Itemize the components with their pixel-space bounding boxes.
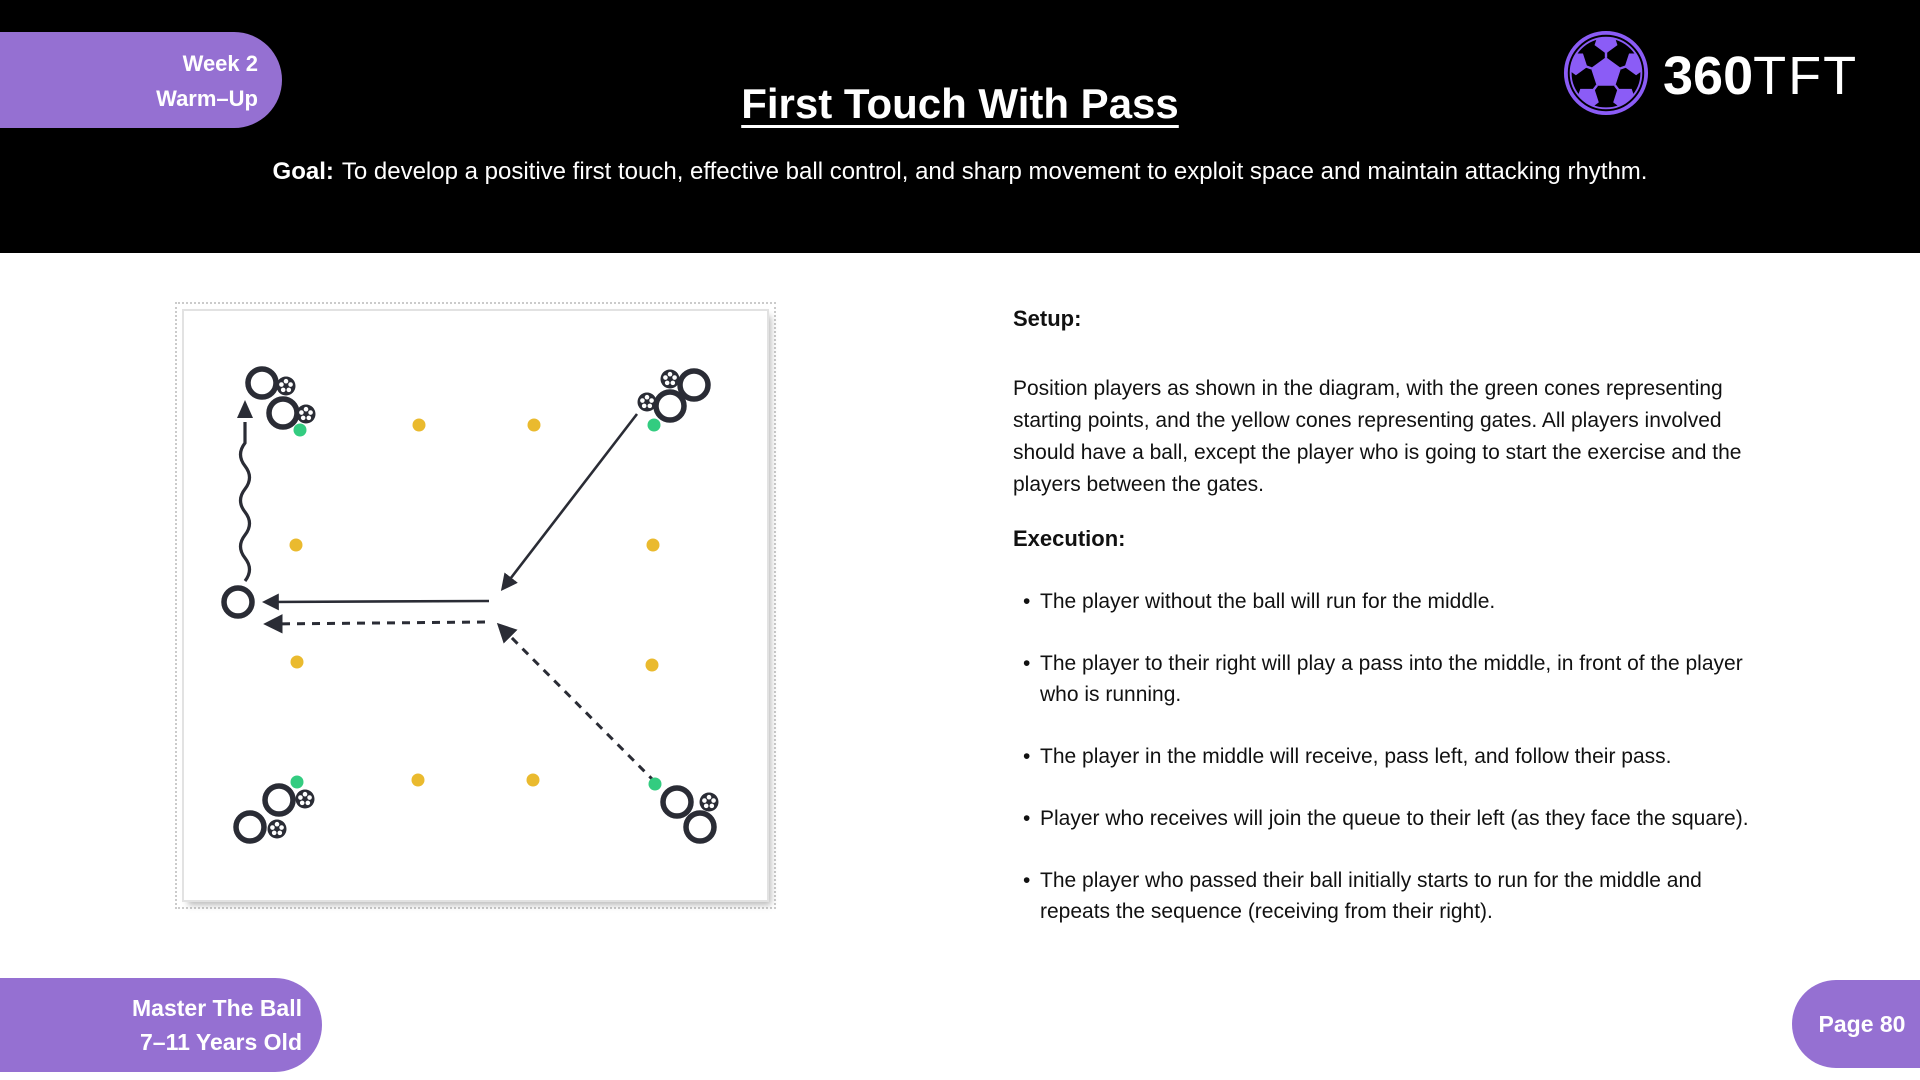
week-badge-line2: Warm–Up (156, 86, 258, 111)
execution-bullet: The player in the middle will receive, p… (1013, 741, 1913, 772)
week-badge: Week 2 Warm–Up (0, 32, 282, 128)
execution-bullet: The player without the ball will run for… (1013, 586, 1913, 617)
program-badge-line2: 7–11 Years Old (140, 1029, 302, 1055)
goal-text: To develop a positive first touch, effec… (341, 158, 1648, 185)
drill-diagram (175, 302, 776, 909)
execution-list: The player without the ball will run for… (1013, 586, 1913, 927)
setup-heading: Setup: (1013, 306, 1082, 331)
goal-line: Goal: To develop a positive first touch, … (273, 158, 1648, 186)
page-number-badge: Page 80 (1792, 980, 1920, 1068)
execution-bullet: The player to their right will play a pa… (1013, 648, 1913, 710)
execution-bullet: Player who receives will join the queue … (1013, 803, 1913, 834)
execution-bullet: The player who passed their ball initial… (1013, 865, 1913, 927)
instructions-panel: Setup: Position players as shown in the … (1013, 306, 1913, 958)
brand-wordmark: 360TFT (1663, 45, 1858, 107)
goal-label: Goal: (272, 158, 334, 185)
week-badge-line1: Week 2 (182, 51, 258, 76)
drill-diagram-svg (221, 366, 719, 844)
page-title: First Touch With Pass (741, 80, 1179, 127)
brand-number: 360 (1663, 45, 1754, 106)
setup-body: Position players as shown in the diagram… (1013, 377, 1742, 496)
execution-heading: Execution: (1013, 526, 1126, 551)
brand-logo: 360TFT (1563, 30, 1858, 121)
program-badge: Master The Ball 7–11 Years Old (0, 978, 322, 1072)
program-badge-line1: Master The Ball (132, 995, 302, 1021)
soccer-ball-icon (1563, 30, 1649, 121)
brand-letters: TFT (1753, 45, 1859, 106)
page-header: Week 2 Warm–Up First Touch With Pass Goa… (0, 0, 1920, 253)
